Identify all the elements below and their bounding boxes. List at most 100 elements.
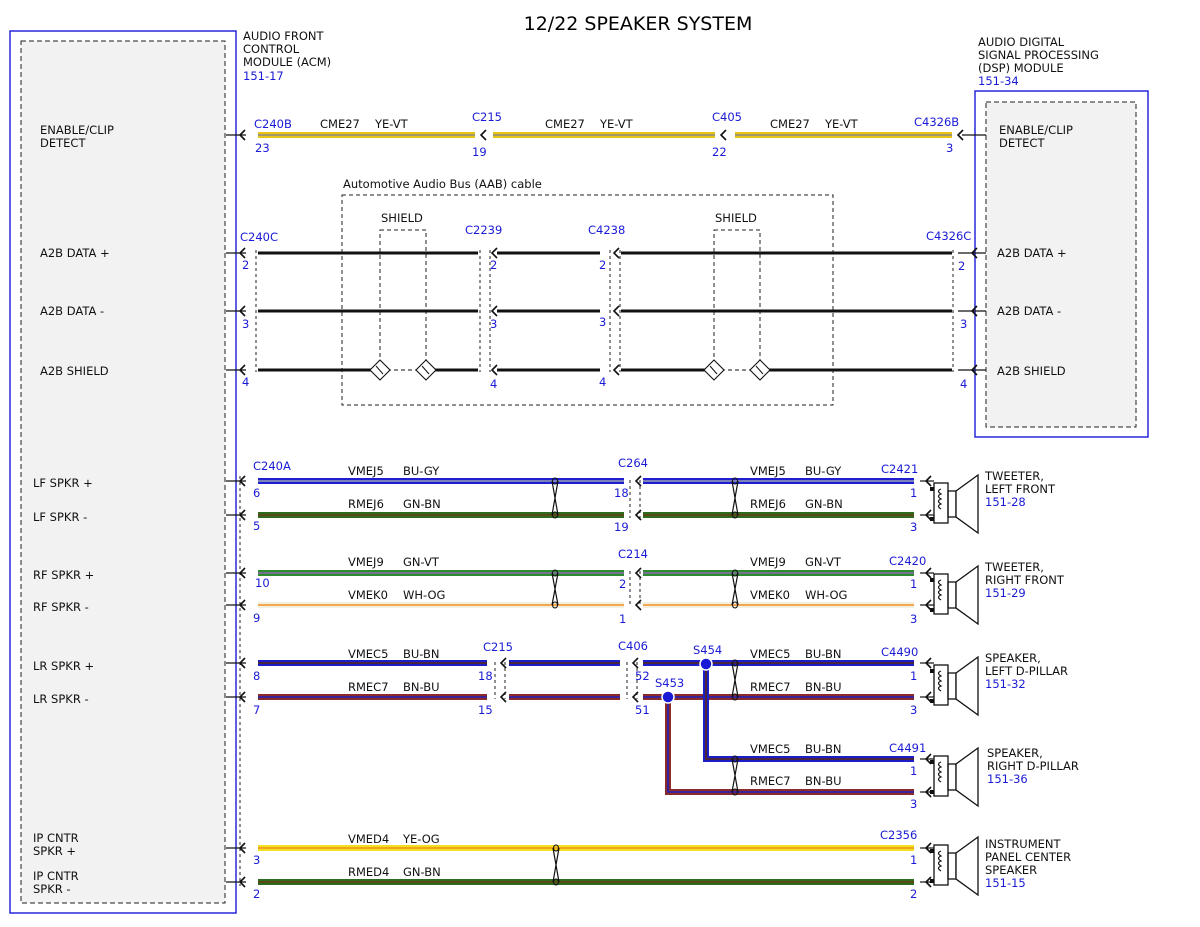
wire-color: YE-VT [824, 117, 859, 131]
speaker-name: SPEAKER, [987, 746, 1043, 760]
wire-circuit: RMEJ6 [348, 497, 384, 511]
twisted-pair-end [552, 569, 558, 577]
connector-label: C264 [618, 456, 648, 470]
shield-diamond-tick [709, 365, 718, 375]
dsp-pin-label: A2B DATA + [997, 246, 1067, 260]
pin-number: 23 [255, 141, 270, 155]
acm-pin-label: DETECT [40, 136, 86, 150]
speaker-left-d-pillar: SPEAKER, LEFT D-PILLAR 151-32 [930, 651, 1068, 717]
wire-color: YE-VT [374, 117, 409, 131]
wire-circuit: VMEJ9 [750, 555, 786, 569]
twisted-pair-end [552, 477, 558, 485]
twisted-pair-end [732, 755, 738, 763]
wire-color: WH-OG [805, 588, 847, 602]
acm-pin-label: RF SPKR + [33, 568, 94, 582]
twisted-pair-end [732, 693, 738, 701]
pin-number: 1 [910, 669, 917, 683]
wire-circuit: VMEK0 [348, 588, 388, 602]
pin-arrow [634, 599, 642, 611]
wire-rdp-top-stripe [705, 663, 914, 760]
dsp-name-line: SIGNAL PROCESSING [978, 48, 1099, 62]
wire-circuit: CME27 [320, 117, 360, 131]
twisted-pair-mark [731, 480, 739, 516]
shield-label: SHIELD [715, 211, 757, 225]
pin-number: 3 [910, 612, 917, 626]
pin-number: 3 [242, 317, 249, 331]
pin-number: 1 [619, 612, 626, 626]
pin-arrow [238, 567, 246, 579]
pin-arrow [238, 305, 246, 317]
pin-arrow [238, 599, 246, 611]
wire-circuit: RMED4 [348, 865, 389, 879]
speaker-ref: 151-15 [985, 876, 1026, 890]
pin-number: 2 [599, 258, 606, 272]
dsp-pin-label: A2B DATA - [997, 304, 1061, 318]
speaker-name: RIGHT FRONT [985, 573, 1065, 587]
pin-arrow [499, 657, 507, 669]
dsp-pin-label: DETECT [999, 136, 1045, 150]
speaker-name: TWEETER, [984, 469, 1044, 483]
pin-number: 2 [242, 258, 249, 272]
pin-number: 2 [619, 577, 626, 591]
pin-arrow [612, 305, 620, 317]
dsp-pin-labels: ENABLE/CLIP DETECT A2B DATA + A2B DATA -… [997, 123, 1073, 378]
speaker-right-d-pillar: SPEAKER, RIGHT D-PILLAR 151-36 [930, 746, 1079, 808]
pin-arrow [924, 657, 932, 669]
markers [226, 129, 986, 888]
wire-color: BN-BU [805, 774, 842, 788]
wire-color: GN-BN [403, 865, 441, 879]
speaker-tweeter-right-front: TWEETER, RIGHT FRONT 151-29 [930, 560, 1065, 626]
speaker-instrument-panel-center: INSTRUMENT PANEL CENTER SPEAKER 151-15 [930, 835, 1071, 897]
pin-number: 19 [472, 145, 487, 159]
connector-label: C240C [240, 230, 278, 244]
pin-number: 6 [253, 486, 260, 500]
speaker-name: INSTRUMENT [985, 837, 1062, 851]
pin-number: 19 [614, 520, 629, 534]
pin-arrow [631, 691, 639, 703]
connector-label: C215 [483, 640, 513, 654]
pin-number: 3 [910, 703, 917, 717]
acm-pin-label: LR SPKR - [33, 692, 89, 706]
wire-circuit: RMEC7 [750, 680, 791, 694]
pin-number: 4 [599, 375, 606, 389]
connector-label: C406 [618, 639, 648, 653]
pin-arrow [634, 475, 642, 487]
speaker-name: RIGHT D-PILLAR [987, 759, 1079, 773]
pin-arrow [479, 129, 487, 141]
wire-color: YE-VT [599, 117, 634, 131]
wire-labels: CME27 YE-VT CME27 YE-VT CME27 YE-VT VMEJ… [320, 117, 859, 879]
pin-number: 3 [910, 797, 917, 811]
pin-number: 1 [910, 577, 917, 591]
pin-number: 3 [599, 315, 606, 329]
pin-arrow [238, 509, 246, 521]
page-title: 12/22 SPEAKER SYSTEM [524, 13, 753, 35]
pin-arrow [719, 129, 727, 141]
pin-number: 1 [910, 486, 917, 500]
splice-dot [699, 657, 713, 671]
wire-circuit: RMEC7 [348, 680, 389, 694]
acm-name-line: AUDIO FRONT [243, 29, 324, 43]
pin-arrow [490, 247, 498, 259]
wire-circuit: VMEJ5 [348, 464, 384, 478]
wire-circuit: VMED4 [348, 832, 389, 846]
pin-arrow [634, 509, 642, 521]
splice-label: S453 [655, 676, 684, 690]
pin-arrow [924, 842, 932, 854]
twisted-pair-end [732, 569, 738, 577]
connector-label: C240A [253, 459, 291, 473]
pin-arrow [924, 786, 932, 798]
pin-arrow [924, 567, 932, 579]
twisted-pair-end [732, 601, 738, 609]
pin-number: 2 [910, 887, 917, 901]
pin-arrow [238, 657, 246, 669]
shield-outline [713, 229, 761, 371]
pin-arrow [238, 129, 246, 141]
pin-arrow [970, 305, 978, 317]
speaker-tweeter-left-front: TWEETER, LEFT FRONT 151-28 [930, 469, 1056, 535]
pin-arrow [238, 876, 246, 888]
shield-diamond-tick [375, 365, 384, 375]
aab-cable-outline [341, 194, 834, 406]
splice-label: S454 [693, 643, 722, 657]
acm-pin-label: SPKR - [33, 882, 71, 896]
twisted-pair-end [552, 601, 558, 609]
